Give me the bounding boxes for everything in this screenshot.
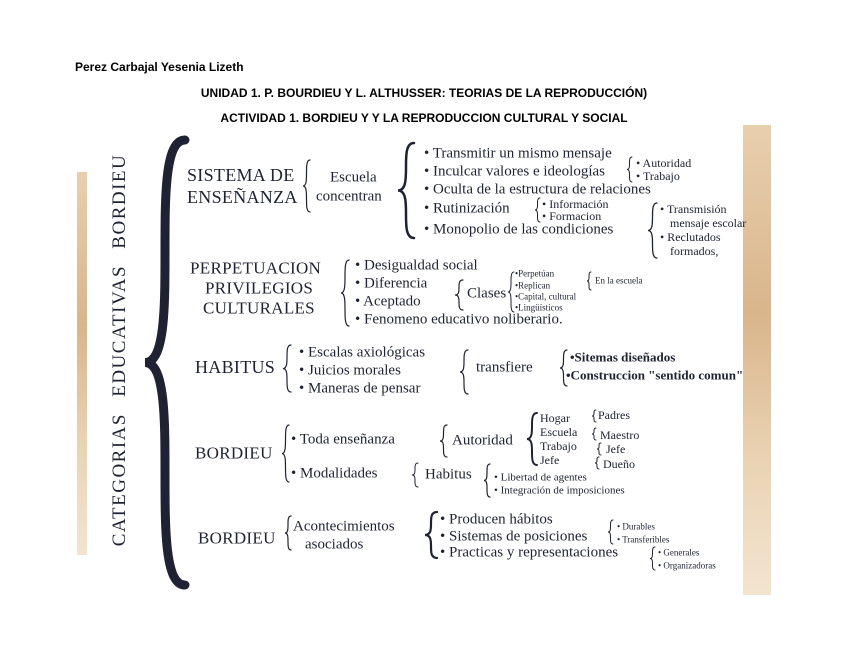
s3-result: •Construccion "sentido comun" <box>566 367 744 383</box>
right-decorative-strip <box>743 125 771 595</box>
s5-sub1: Acontecimientos <box>293 518 395 535</box>
brace <box>302 159 311 213</box>
s4-role: Jefe <box>606 442 626 456</box>
brace <box>591 427 597 441</box>
s5-posiciones-item: • Transferibles <box>617 534 670 545</box>
s5-item: • Sistemas de posiciones <box>440 528 588 545</box>
s1-title-line1: SISTEMA DE <box>187 165 295 185</box>
brace <box>454 279 464 311</box>
s4-autoridad: Autoridad <box>452 432 513 449</box>
s2-clases: Clases <box>467 285 507 302</box>
brace <box>594 456 600 470</box>
s2-clases-item: •Perpetúan <box>515 268 555 279</box>
s5-title: BORDIEU <box>198 528 276 548</box>
s3-result: •Sitemas diseñados <box>570 349 676 365</box>
brace <box>483 463 491 498</box>
brace <box>507 271 515 313</box>
s3-item: • Escalas axiológicas <box>299 344 426 361</box>
s3-item: • Maneras de pensar <box>299 380 421 397</box>
brace <box>649 546 656 571</box>
s2-title-line: CULTURALES <box>203 298 315 318</box>
s1-valores-item: • Trabajo <box>636 169 680 183</box>
brace <box>439 424 448 458</box>
s4-modalidades: • Modalidades <box>291 465 378 482</box>
s1-monopolio-item: formados, <box>670 244 719 258</box>
s4-role: Padres <box>598 408 630 422</box>
s2-title-line: PRIVILEGIOS <box>205 278 314 298</box>
s1-item: • Transmitir un mismo mensaje <box>424 145 612 162</box>
s3-title: HABITUS <box>195 357 276 377</box>
s1-item: • Inculcar valores e ideologías <box>424 163 606 180</box>
s2-title-line: PERPETUACION <box>190 258 322 278</box>
brace <box>526 412 538 466</box>
s5-item: • Practicas y representaciones <box>440 544 619 561</box>
s5-item: • Producen hábitos <box>440 511 553 528</box>
s2-item: • Diferencia <box>355 275 428 292</box>
s2-clases-item: •Lingüísticos <box>515 302 563 313</box>
s1-sub1: Escuela <box>330 169 377 186</box>
s1-rutinizacion-item: • Formacion <box>542 209 602 223</box>
brace <box>586 271 592 291</box>
s2-clases-item: •Replican <box>515 280 551 291</box>
s3-item: • Juicios morales <box>299 362 401 379</box>
s2-clases-item: •Capital, cultural <box>515 291 577 302</box>
brace <box>647 202 658 259</box>
brace <box>459 349 469 395</box>
s4-role: Maestro <box>600 428 640 442</box>
brace <box>607 519 614 545</box>
brace <box>559 349 568 387</box>
s4-toda: • Toda enseñanza <box>291 431 395 448</box>
s2-item: • Aceptado <box>355 293 421 310</box>
s5-posiciones-item: • Durables <box>617 521 655 532</box>
s1-monopolio-item: • Reclutados <box>660 230 721 244</box>
brace <box>282 344 292 393</box>
brace <box>340 259 350 327</box>
brace <box>411 462 419 488</box>
s1-item: • Monopolio de las condiciones <box>424 221 614 238</box>
s4-habitus-item: • Libertad de agentes <box>494 471 587 484</box>
s4-habitus: Habitus <box>425 466 472 483</box>
left-decorative-strip <box>77 172 87 555</box>
s1-item: • Oculta de la estructura de relaciones <box>424 181 651 198</box>
s1-title-line2: ENSEÑANZA <box>187 187 298 207</box>
brace <box>281 424 290 483</box>
s4-role: Dueño <box>603 457 635 471</box>
s1-sub2: concentran <box>316 188 382 205</box>
s1-monopolio-item: • Transmisión <box>660 202 727 216</box>
brace <box>596 442 602 456</box>
brace <box>397 141 416 240</box>
s1-item: • Rutinización <box>424 200 510 217</box>
s4-place: Escuela <box>540 425 578 439</box>
brace <box>591 409 597 423</box>
s1-rutinizacion-item: • Información <box>542 197 609 211</box>
s4-place: Hogar <box>540 411 570 425</box>
s5-practicas-item: • Organizadoras <box>658 560 716 571</box>
brace <box>534 197 541 223</box>
brace <box>143 135 190 590</box>
s4-title: BORDIEU <box>195 443 273 463</box>
s5-sub2: asociados <box>305 536 364 553</box>
unit-title: UNIDAD 1. P. BOURDIEU Y L. ALTHUSSER: TE… <box>200 86 648 100</box>
s1-monopolio-item: mensaje escolar <box>670 216 747 230</box>
activity-title: ACTIVIDAD 1. BORDIEU Y Y LA REPRODUCCION… <box>220 111 628 125</box>
author-name: Perez Carbajal Yesenia Lizeth <box>75 60 244 74</box>
s5-practicas-item: • Generales <box>658 547 700 558</box>
s2-item: • Desigualdad social <box>355 257 478 274</box>
s4-place: Jefe <box>540 453 560 467</box>
s4-place: Trabajo <box>540 439 577 453</box>
s1-valores-item: • Autoridad <box>636 156 692 170</box>
s2-item: • Fenomeno educativo noliberario. <box>355 311 563 328</box>
s3-transfiere: transfiere <box>476 359 533 376</box>
brace <box>626 156 633 183</box>
brace <box>284 515 292 551</box>
s4-habitus-item: • Integración de imposiciones <box>494 484 625 497</box>
s2-escuela: En la escuela <box>595 275 643 286</box>
brace <box>424 510 439 560</box>
